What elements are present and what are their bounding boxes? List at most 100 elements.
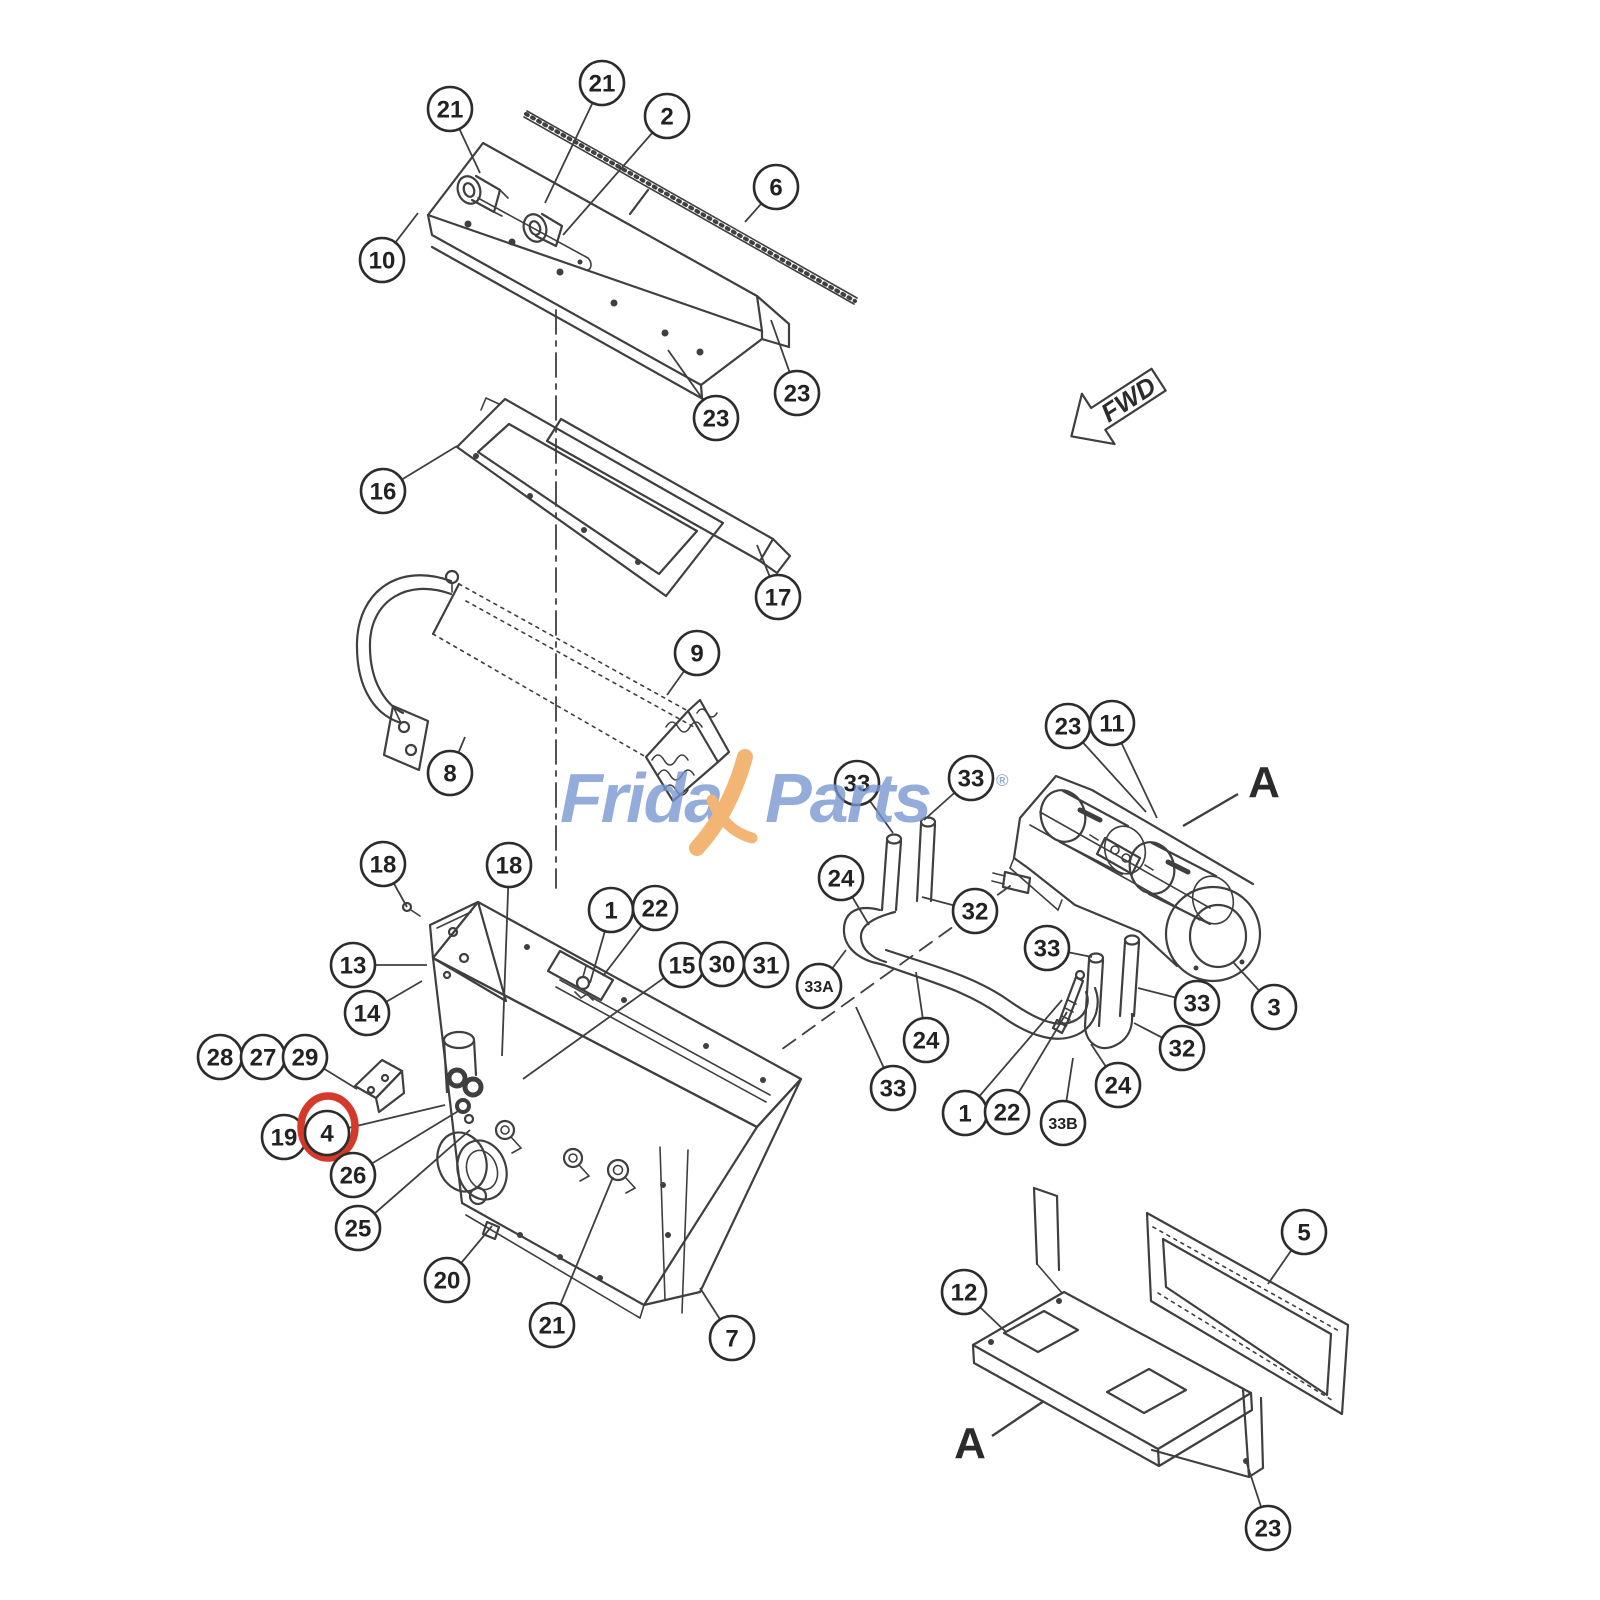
callout-23: 23 (1244, 1504, 1292, 1552)
svg-text:33: 33 (880, 1076, 907, 1103)
callout-11: 11 (1088, 699, 1136, 747)
watermark-text-left: Frida (560, 759, 721, 837)
svg-text:33: 33 (844, 771, 871, 798)
callout-18: 18 (485, 841, 533, 889)
svg-text:6: 6 (769, 175, 782, 202)
svg-text:22: 22 (642, 896, 669, 923)
svg-text:11: 11 (1099, 711, 1124, 738)
hose-assembly (777, 816, 1141, 1053)
callout-21: 21 (578, 59, 626, 107)
fwd-arrow: FWD (1070, 367, 1167, 446)
callout-29: 29 (281, 1033, 329, 1081)
callout-33A: 33A (795, 962, 843, 1010)
callout-1: 1 (587, 886, 635, 934)
svg-text:24: 24 (828, 866, 855, 893)
callout-33: 33 (1173, 979, 1221, 1027)
callout-33B: 33B (1039, 1099, 1087, 1147)
svg-text:30: 30 (709, 952, 736, 979)
callout-24: 24 (817, 854, 865, 902)
svg-text:1: 1 (604, 898, 617, 925)
svg-text:24: 24 (913, 1028, 940, 1055)
callout-17: 17 (754, 573, 802, 621)
svg-text:13: 13 (340, 953, 367, 980)
torsion-rod (523, 110, 858, 305)
callout-9: 9 (673, 629, 721, 677)
callout-22: 22 (631, 884, 679, 932)
callout-2: 2 (643, 92, 691, 140)
section-labels: AA (954, 758, 1280, 1468)
svg-text:5: 5 (1297, 1220, 1310, 1247)
callout-21: 21 (528, 1301, 576, 1349)
svg-text:24: 24 (1105, 1073, 1132, 1100)
callout-18: 18 (359, 840, 407, 888)
watermark-registered-mark: ® (996, 771, 1009, 790)
svg-text:8: 8 (443, 761, 456, 788)
callout-20: 20 (423, 1256, 471, 1304)
callout-33: 33 (1023, 924, 1071, 972)
callout-23: 23 (692, 394, 740, 442)
callout-13: 13 (329, 941, 377, 989)
svg-text:3: 3 (1267, 995, 1280, 1022)
watermark-text-right: Parts (765, 759, 930, 837)
seal-frame-5 (1145, 1211, 1350, 1416)
svg-text:33: 33 (958, 766, 985, 793)
svg-text:12: 12 (951, 1280, 978, 1307)
svg-text:19: 19 (271, 1125, 298, 1152)
svg-text:27: 27 (250, 1045, 277, 1072)
svg-text:17: 17 (765, 585, 792, 612)
svg-text:9: 9 (690, 641, 703, 668)
callout-12: 12 (940, 1268, 988, 1316)
svg-text:23: 23 (784, 381, 811, 408)
svg-text:28: 28 (207, 1045, 234, 1072)
svg-text:1: 1 (958, 1101, 971, 1128)
section-label-2: A (954, 1419, 986, 1468)
callout-24: 24 (902, 1016, 950, 1064)
svg-text:23: 23 (703, 406, 730, 433)
callout-7: 7 (708, 1314, 756, 1362)
svg-text:25: 25 (345, 1216, 372, 1243)
svg-text:4: 4 (320, 1121, 334, 1148)
svg-text:23: 23 (1055, 714, 1082, 741)
svg-text:31: 31 (753, 953, 780, 980)
callout-30: 30 (698, 940, 746, 988)
svg-text:33A: 33A (804, 979, 834, 996)
callout-15: 15 (658, 941, 706, 989)
svg-text:32: 32 (1169, 1036, 1196, 1063)
callout-24: 24 (1094, 1061, 1142, 1109)
watermark-swoosh-icon (689, 749, 753, 856)
callout-33: 33 (869, 1064, 917, 1112)
callout-28: 28 (196, 1033, 244, 1081)
mounting-bracket-left (353, 1058, 406, 1114)
callout-33: 33 (947, 754, 995, 802)
latch-hardware-top (456, 174, 592, 271)
svg-text:32: 32 (962, 899, 989, 926)
callout-10: 10 (358, 236, 406, 284)
svg-text:33: 33 (1034, 936, 1061, 963)
top-cover-panel (426, 141, 791, 401)
heater-core-9 (431, 582, 731, 803)
callout-32: 32 (951, 887, 999, 935)
svg-text:18: 18 (370, 852, 397, 879)
svg-text:21: 21 (437, 97, 464, 124)
callout-33: 33 (833, 759, 881, 807)
highlight-ring (297, 1092, 359, 1162)
callout-25: 25 (334, 1204, 382, 1252)
svg-text:26: 26 (340, 1163, 367, 1190)
callout-4: 4 (297, 1092, 359, 1162)
svg-text:14: 14 (354, 1001, 381, 1028)
svg-text:21: 21 (589, 71, 616, 98)
fwd-arrow-label: FWD (1095, 370, 1161, 428)
grommet-fittings (442, 1030, 484, 1125)
callout-5: 5 (1280, 1208, 1328, 1256)
svg-text:22: 22 (994, 1100, 1021, 1127)
svg-text:33: 33 (1184, 991, 1211, 1018)
floor-panel-12 (971, 1186, 1265, 1479)
callout-31: 31 (742, 941, 790, 989)
gasket-seal-16 (455, 397, 725, 598)
callout-32: 32 (1158, 1024, 1206, 1072)
callout-3: 3 (1250, 983, 1298, 1031)
svg-text:16: 16 (370, 479, 397, 506)
callout-14: 14 (343, 989, 391, 1037)
